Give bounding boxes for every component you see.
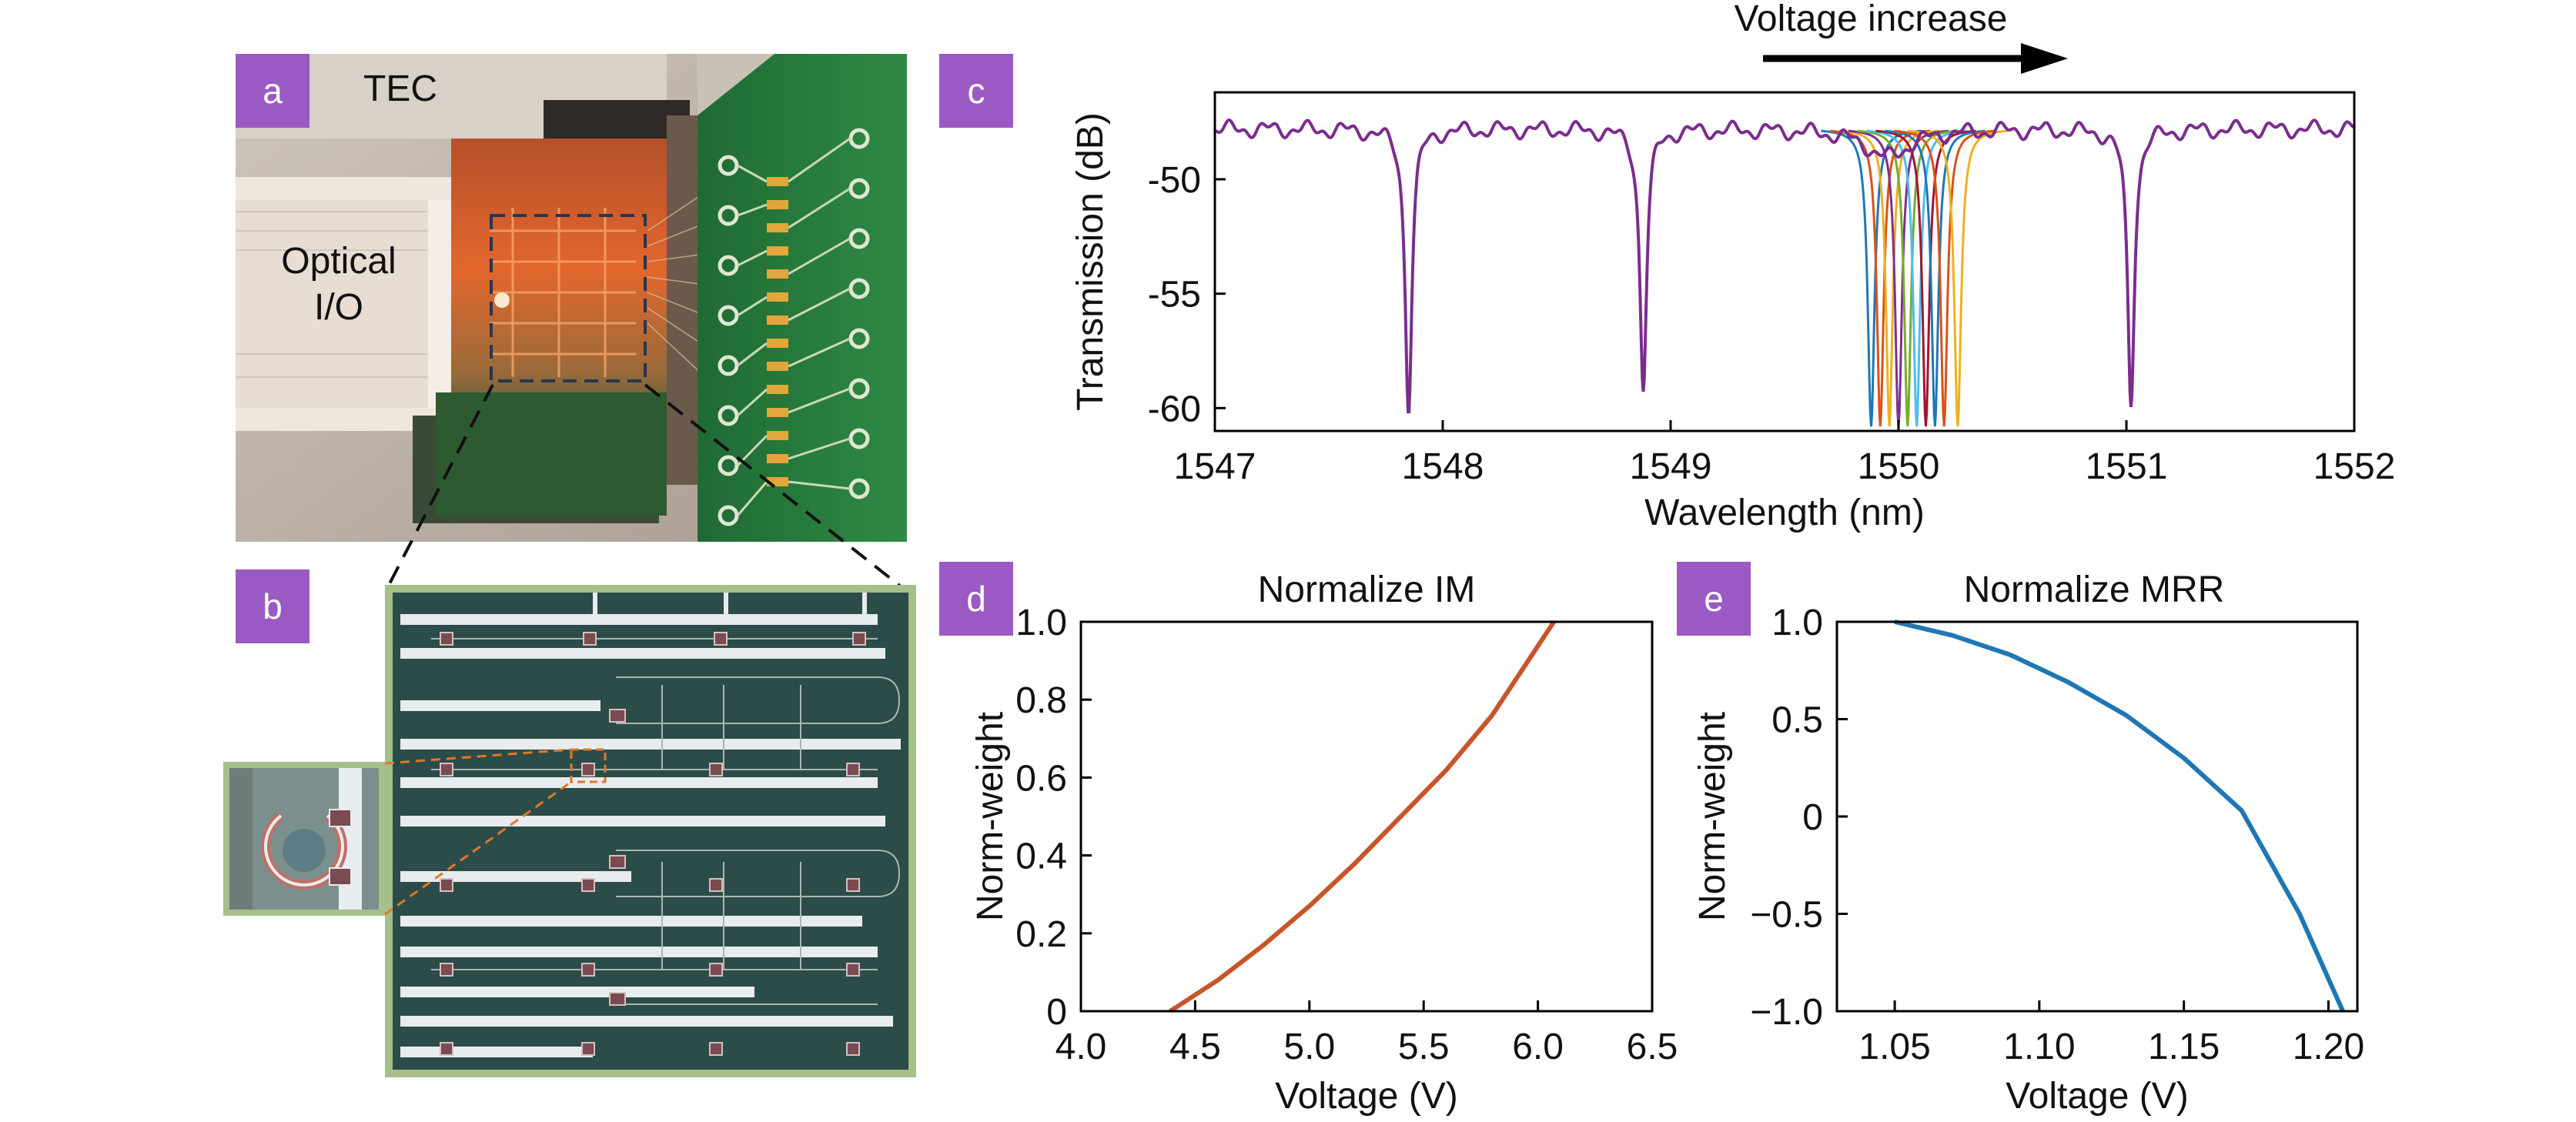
chart-c-tuned-trace: [1885, 129, 1986, 427]
panel-b-badge: b: [236, 569, 309, 643]
chart-d-xtick-label: 5.5: [1398, 1027, 1450, 1067]
chart-c-xtick-label: 1551: [2086, 446, 2168, 487]
chart-c-xlabel: Wavelength (nm): [1644, 493, 1925, 533]
panel-e-badge: e: [1677, 562, 1751, 636]
zoom-region-box: [490, 214, 647, 382]
chart-e-xtick-label: 1.20: [2293, 1027, 2364, 1067]
chart-d-ytick-label: 0: [1046, 992, 1067, 1033]
panel-d-badge: d: [939, 562, 1013, 636]
ring-resonator-inset: [223, 762, 385, 916]
chart-c-xtick-label: 1548: [1402, 446, 1484, 487]
chart-e-xlabel: Voltage (V): [2006, 1076, 2188, 1117]
panel-a-badge: a: [236, 54, 309, 128]
chip-package-photo: [236, 54, 907, 542]
chart-d-ylabel: Norm-weight: [970, 712, 1011, 921]
chart-c-xtick-label: 1552: [2313, 446, 2396, 487]
chart-c-xtick-label: 1549: [1630, 446, 1712, 487]
chart-e-xtick-label: 1.15: [2148, 1027, 2220, 1067]
chart-c-tuned-trace: [1893, 129, 1995, 427]
optical-io-label-line2: I/O: [313, 287, 363, 328]
chart-d-ytick-label: 0.6: [1015, 758, 1067, 799]
chart-d-ytick-label: 1.0: [1015, 603, 1067, 643]
chart-e-ytick-label: 0.5: [1771, 700, 1823, 741]
chart-d-frame: [1079, 620, 1654, 1013]
chart-d-title: Normalize IM: [1258, 569, 1476, 610]
chart-d-xtick-label: 4.5: [1169, 1027, 1221, 1067]
tec-label: TEC: [363, 68, 437, 109]
chart-d-ytick-label: 0.4: [1015, 836, 1067, 877]
inset-source-box: [570, 748, 607, 783]
panel-c-badge: c: [939, 54, 1013, 128]
chart-e-frame: [1835, 620, 2359, 1013]
chart-c-ytick-label: -60: [1148, 389, 1201, 429]
chart-c-main-trace: [1214, 119, 2355, 414]
optical-io-label: Optical I/O: [254, 239, 423, 331]
panel-a-photo: [236, 54, 907, 542]
chart-e-xtick-label: 1.05: [1858, 1027, 1930, 1067]
chart-c-tuned-trace: [1857, 129, 1959, 427]
chart-c-annotation: Voltage increase: [1735, 0, 2008, 39]
chart-d-series-line: [1169, 620, 1556, 1013]
chart-c-ytick-label: -50: [1148, 160, 1201, 201]
chart-e-title: Normalize MRR: [1964, 569, 2225, 610]
chart-e-ytick-label: 1.0: [1771, 603, 1823, 643]
chart-e-ylabel: Norm-weight: [1692, 712, 1733, 921]
chip-micrograph: [385, 585, 916, 1077]
chart-e-ytick-label: −1.0: [1750, 992, 1823, 1033]
chart-e-xtick-label: 1.10: [2003, 1027, 2075, 1067]
chart-d-xtick-label: 6.5: [1627, 1027, 1678, 1067]
chart-e-ytick-label: −0.5: [1750, 895, 1823, 936]
chart-e-series-line: [1894, 619, 2345, 1013]
chart-c-frame: [1213, 91, 2356, 432]
chart-d-xlabel: Voltage (V): [1275, 1076, 1457, 1117]
chart-c-ytick-label: -55: [1148, 275, 1201, 316]
chart-d-xtick-label: 6.0: [1512, 1027, 1564, 1067]
chart-d-ytick-label: 0.2: [1015, 914, 1067, 955]
optical-io-label-line1: Optical: [281, 241, 396, 282]
chart-d-ytick-label: 0.8: [1015, 680, 1067, 721]
chart-c-xtick-label: 1550: [1858, 446, 1940, 487]
panel-b-micrograph: [385, 585, 916, 1077]
chart-c-xtick-label: 1547: [1174, 446, 1256, 487]
chart-c-ylabel: Transmission (dB): [1070, 112, 1111, 411]
chart-d-xtick-label: 4.0: [1055, 1027, 1107, 1067]
voltage-increase-arrow: [1763, 43, 2068, 74]
panel-b-inset: [223, 762, 385, 916]
chart-e-ytick-label: 0: [1802, 797, 1823, 838]
chart-d-xtick-label: 5.0: [1283, 1027, 1335, 1067]
